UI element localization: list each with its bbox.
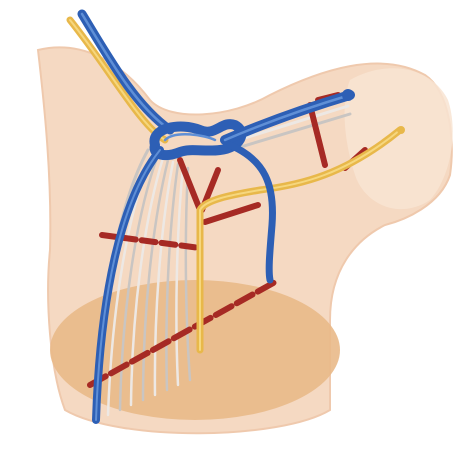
nerve-end-cap bbox=[397, 126, 405, 134]
vein-end-cap bbox=[342, 89, 354, 101]
